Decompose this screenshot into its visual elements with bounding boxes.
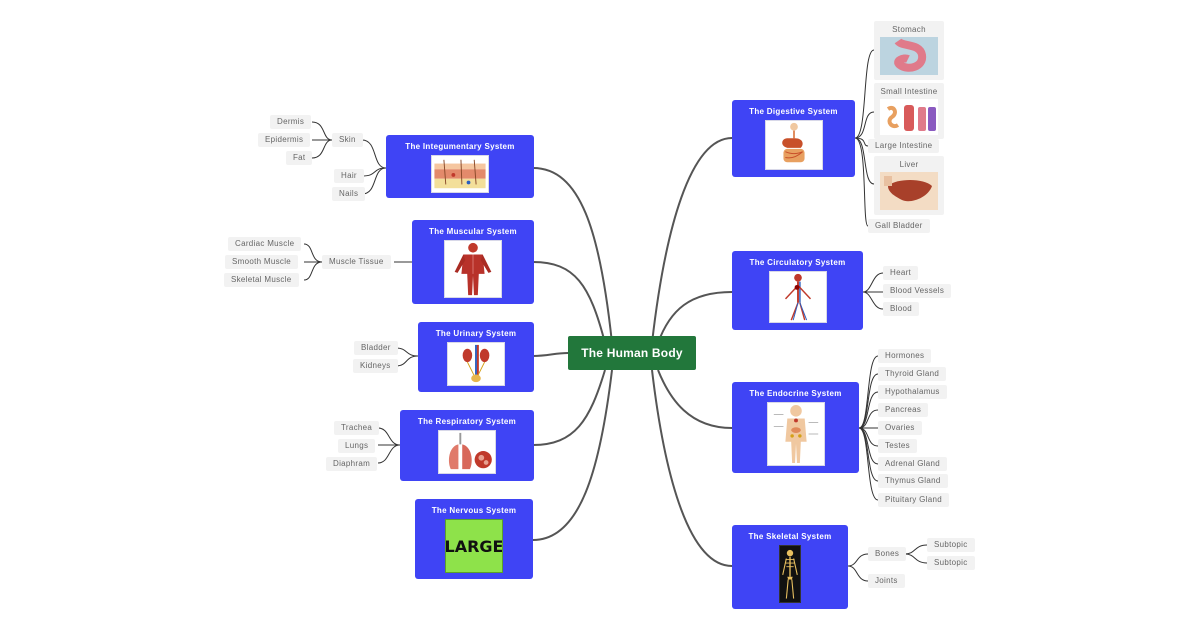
topic-thyroid-gland[interactable]: Thyroid Gland <box>878 367 947 381</box>
topic-blood-vessels[interactable]: Blood Vessels <box>883 284 952 298</box>
topic-trachea[interactable]: Trachea <box>334 421 380 435</box>
integumentary-system-node[interactable]: The Integumentary System <box>386 135 534 198</box>
digestive-tract-icon <box>764 120 823 170</box>
digestive-system-title: The Digestive System <box>749 107 838 116</box>
skeleton-icon <box>779 545 801 603</box>
topic-diaphram[interactable]: Diaphram <box>326 457 378 471</box>
topic-stomach[interactable]: Stomach <box>874 21 944 80</box>
topic-small-intestine[interactable]: Small Intestine <box>874 83 944 139</box>
topic-pancreas[interactable]: Pancreas <box>878 403 929 417</box>
circulatory-system-node[interactable]: The Circulatory System <box>732 251 863 330</box>
topic-fat[interactable]: Fat <box>286 151 313 165</box>
respiratory-system-title: The Respiratory System <box>417 417 517 426</box>
topic-hair[interactable]: Hair <box>334 169 364 183</box>
topic-hypothalamus[interactable]: Hypothalamus <box>878 385 947 399</box>
lungs-icon <box>438 430 496 474</box>
topic-nails[interactable]: Nails <box>332 187 366 201</box>
topic-small-intestine-label: Small Intestine <box>880 87 938 96</box>
topic-smooth-muscle[interactable]: Smooth Muscle <box>225 255 299 269</box>
topic-adrenal-gland[interactable]: Adrenal Gland <box>878 457 948 471</box>
muscle-anatomy-icon <box>444 240 502 298</box>
topic-large-intestine[interactable]: Large Intestine <box>868 139 940 153</box>
topic-muscle-tissue[interactable]: Muscle Tissue <box>322 255 391 269</box>
topic-thymus-gland[interactable]: Thymus Gland <box>878 474 948 488</box>
topic-dermis[interactable]: Dermis <box>270 115 312 129</box>
urinary-system-node[interactable]: The Urinary System <box>418 322 534 392</box>
endocrine-system-title: The Endocrine System <box>749 389 842 398</box>
digestive-system-node[interactable]: The Digestive System <box>732 100 855 177</box>
large-text-image: LARGE <box>445 519 503 573</box>
skeletal-system-node[interactable]: The Skeletal System <box>732 525 848 609</box>
topic-skeletal-muscle[interactable]: Skeletal Muscle <box>224 273 299 287</box>
muscular-system-title: The Muscular System <box>429 227 517 236</box>
central-topic[interactable]: The Human Body <box>568 336 696 370</box>
topic-liver[interactable]: Liver <box>874 156 944 215</box>
topic-gall-bladder[interactable]: Gall Bladder <box>868 219 930 233</box>
topic-blood[interactable]: Blood <box>883 302 919 316</box>
topic-ovaries[interactable]: Ovaries <box>878 421 922 435</box>
topic-bladder[interactable]: Bladder <box>354 341 398 355</box>
endocrine-system-node[interactable]: The Endocrine System <box>732 382 859 473</box>
topic-lungs[interactable]: Lungs <box>338 439 376 453</box>
topic-subtopic-1[interactable]: Subtopic <box>927 538 975 552</box>
topic-hormones[interactable]: Hormones <box>878 349 932 363</box>
circulatory-system-title: The Circulatory System <box>749 258 846 267</box>
skin-layers-icon <box>431 155 489 193</box>
nervous-system-title: The Nervous System <box>431 506 517 515</box>
stomach-icon <box>880 37 938 75</box>
skeletal-system-title: The Skeletal System <box>748 532 832 541</box>
muscular-system-node[interactable]: The Muscular System <box>412 220 534 304</box>
respiratory-system-node[interactable]: The Respiratory System <box>400 410 534 481</box>
topic-cardiac-muscle[interactable]: Cardiac Muscle <box>228 237 302 251</box>
topic-subtopic-2[interactable]: Subtopic <box>927 556 975 570</box>
topic-joints[interactable]: Joints <box>868 574 905 588</box>
topic-bones[interactable]: Bones <box>868 547 907 561</box>
urinary-system-title: The Urinary System <box>435 329 517 338</box>
topic-stomach-label: Stomach <box>892 25 926 34</box>
topic-epidermis[interactable]: Epidermis <box>258 133 311 147</box>
topic-pituitary-gland[interactable]: Pituitary Gland <box>878 493 949 507</box>
topic-heart[interactable]: Heart <box>883 266 919 280</box>
small-intestine-icon <box>880 99 938 135</box>
integumentary-system-title: The Integumentary System <box>405 142 515 151</box>
large-text-label: LARGE <box>445 536 503 556</box>
nervous-system-node[interactable]: The Nervous System LARGE <box>415 499 533 579</box>
liver-icon <box>880 172 938 210</box>
topic-skin[interactable]: Skin <box>332 133 363 147</box>
topic-testes[interactable]: Testes <box>878 439 917 453</box>
urinary-tract-icon <box>447 342 505 386</box>
topic-liver-label: Liver <box>899 160 919 169</box>
topic-kidneys[interactable]: Kidneys <box>353 359 398 373</box>
endocrine-glands-icon <box>766 402 825 466</box>
blood-vessels-icon <box>768 271 827 323</box>
